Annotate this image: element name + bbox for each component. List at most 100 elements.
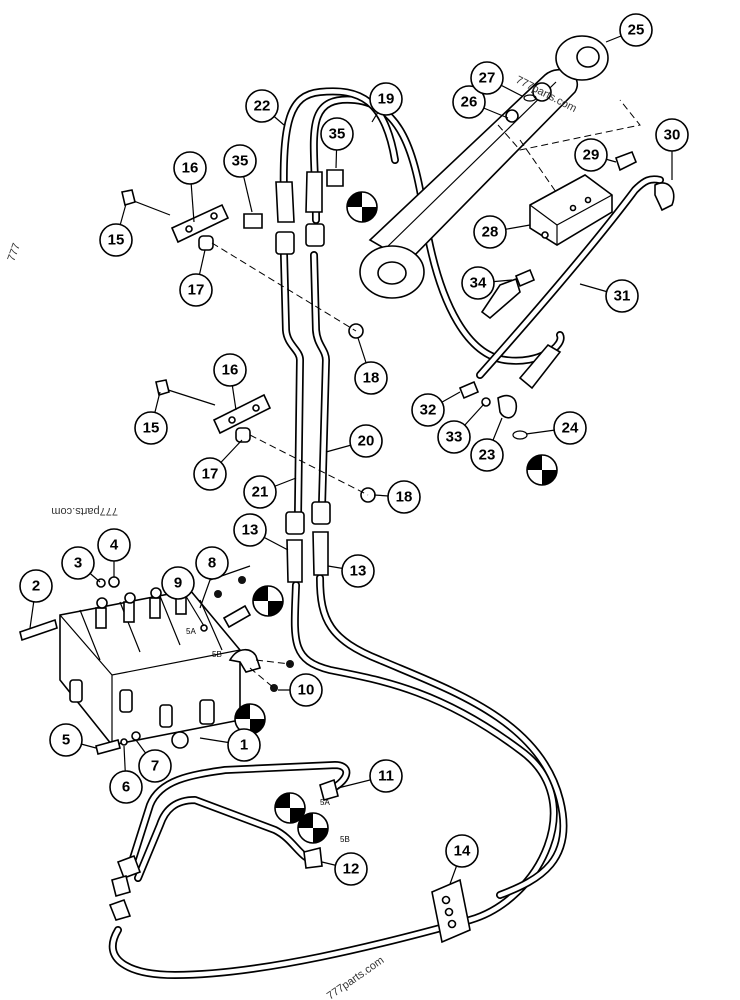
watermark: 777parts.com [51, 505, 118, 517]
callout-circle [97, 528, 131, 562]
callout-circle [99, 223, 133, 257]
callout-number: 24 [562, 420, 579, 437]
callout-circle [452, 85, 486, 119]
callout-number: 20 [358, 433, 375, 450]
port-label: 5B [212, 650, 222, 659]
callout-circle [461, 266, 495, 300]
watermark: 777parts.com [325, 954, 386, 1000]
callout-number: 3 [74, 555, 82, 572]
quartered-circle-symbol [252, 585, 284, 617]
callout-number: 29 [583, 147, 600, 164]
callout-circle [161, 566, 195, 600]
quartered-circle-symbol [297, 812, 329, 844]
callout-circle [369, 82, 403, 116]
callout-circle [227, 728, 261, 762]
callout-number: 6 [122, 779, 130, 796]
quartered-circle-symbol [234, 703, 266, 735]
callout-number: 35 [232, 153, 249, 170]
callout-circle [605, 279, 639, 313]
callout-number: 32 [420, 402, 437, 419]
quartered-circle-symbol [346, 191, 378, 223]
callout-circle [109, 770, 143, 804]
callout-number: 13 [350, 563, 367, 580]
callout-circle [289, 673, 323, 707]
callout-circle [341, 554, 375, 588]
callout-number: 35 [329, 126, 346, 143]
callout-number: 4 [110, 537, 119, 554]
callout-number: 21 [252, 484, 269, 501]
callout-number: 15 [108, 232, 125, 249]
callout-number: 22 [254, 98, 271, 115]
callout-circle [233, 513, 267, 547]
hydraulic-cylinder [359, 35, 641, 299]
lower-fittings [108, 778, 471, 944]
callout-circle [243, 475, 277, 509]
callout-number: 11 [378, 768, 394, 785]
callout-number: 10 [298, 682, 315, 699]
callout-circle [473, 215, 507, 249]
callout-circle [193, 457, 227, 491]
reference-symbols [234, 191, 558, 844]
port-label-group: 5A 5B 5A 5B [186, 627, 350, 844]
callout-number: 31 [614, 288, 631, 305]
callout-number: 26 [461, 94, 478, 111]
callout-circle [619, 13, 653, 47]
callout-circle [179, 273, 213, 307]
callout-circle [369, 759, 403, 793]
callout-circle [320, 117, 354, 151]
callout-number: 33 [446, 429, 463, 446]
callout-circle [245, 89, 279, 123]
callout-circle [655, 118, 689, 152]
callout-circle [213, 353, 247, 387]
callout-number: 13 [242, 522, 259, 539]
callout-circle [195, 546, 229, 580]
callout-circle [574, 138, 608, 172]
callout-circle [445, 834, 479, 868]
callout-circle [387, 480, 421, 514]
tube-end-fittings [243, 169, 376, 583]
callout-number: 25 [628, 22, 645, 39]
port-label: 5A [320, 798, 330, 807]
callout-number: 5 [62, 732, 70, 749]
port-label: 5B [340, 835, 350, 844]
callout-circle [334, 852, 368, 886]
callout-number: 1 [240, 737, 248, 754]
callout-number: 16 [182, 160, 199, 177]
callout-circle [49, 723, 83, 757]
valve-block [480, 150, 675, 320]
callout-number: 15 [143, 420, 160, 437]
callout-number: 9 [174, 575, 182, 592]
callout-circle [411, 393, 445, 427]
callout-number: 17 [188, 282, 205, 299]
valve-port-fittings [199, 565, 294, 692]
control-valve-bank [19, 576, 241, 755]
callout-circle [134, 411, 168, 445]
callout-number: 7 [151, 758, 159, 775]
callout-circle [470, 438, 504, 472]
callout-circle [173, 151, 207, 185]
callout-circle [138, 749, 172, 783]
clamp-assembly [121, 189, 369, 496]
callout-number: 14 [454, 843, 471, 860]
callout-number: 8 [208, 555, 216, 572]
callout-circle [470, 61, 504, 95]
callout-group: 1234567891011121313141515161617171818192… [19, 13, 689, 886]
quartered-circle-symbol [274, 792, 306, 824]
callout-number: 27 [479, 70, 496, 87]
callout-number: 17 [202, 466, 219, 483]
callout-number: 28 [482, 224, 499, 241]
callout-number: 18 [363, 370, 380, 387]
hose-group [108, 87, 664, 979]
right-fittings [458, 343, 562, 440]
callout-circle [61, 546, 95, 580]
callout-number: 12 [343, 861, 360, 878]
callout-number: 2 [32, 578, 40, 595]
callout-circle [223, 144, 257, 178]
callout-number: 16 [222, 362, 239, 379]
callout-circle [437, 420, 471, 454]
callout-number: 34 [470, 275, 487, 292]
callout-circle [19, 569, 53, 603]
callout-number: 23 [479, 447, 496, 464]
